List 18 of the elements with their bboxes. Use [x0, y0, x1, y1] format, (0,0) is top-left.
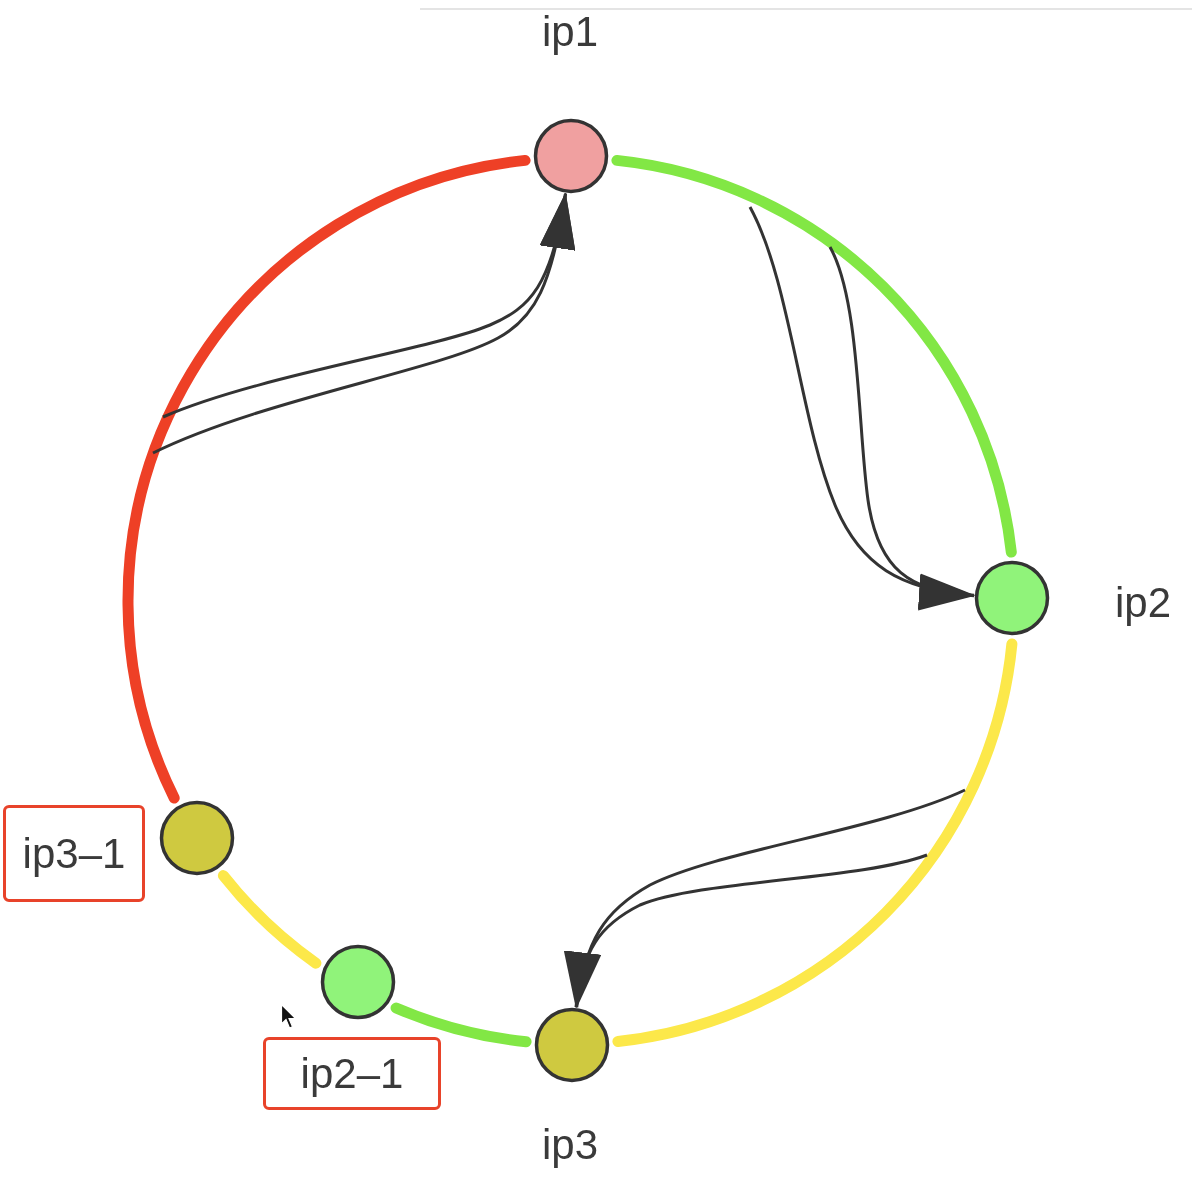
ring-arc — [123, 154, 531, 804]
highlighted-label: ip2–1 — [263, 1037, 441, 1110]
ring-arc — [612, 638, 1018, 1047]
node-label: ip1 — [541, 11, 599, 53]
arrow — [828, 246, 976, 609]
arrow — [152, 192, 575, 455]
ring-node — [320, 944, 396, 1020]
ring-node — [159, 800, 235, 876]
ring-node — [533, 118, 609, 194]
ring-arc — [217, 870, 322, 969]
ring-node — [974, 560, 1050, 636]
highlighted-label: ip3–1 — [3, 805, 145, 902]
ring-node — [534, 1007, 610, 1083]
arrow — [565, 853, 928, 1009]
ring-arc — [611, 154, 1017, 558]
ring-arc — [390, 1002, 532, 1048]
node-label: ip2 — [1114, 582, 1172, 624]
node-label: ip3 — [541, 1124, 599, 1166]
